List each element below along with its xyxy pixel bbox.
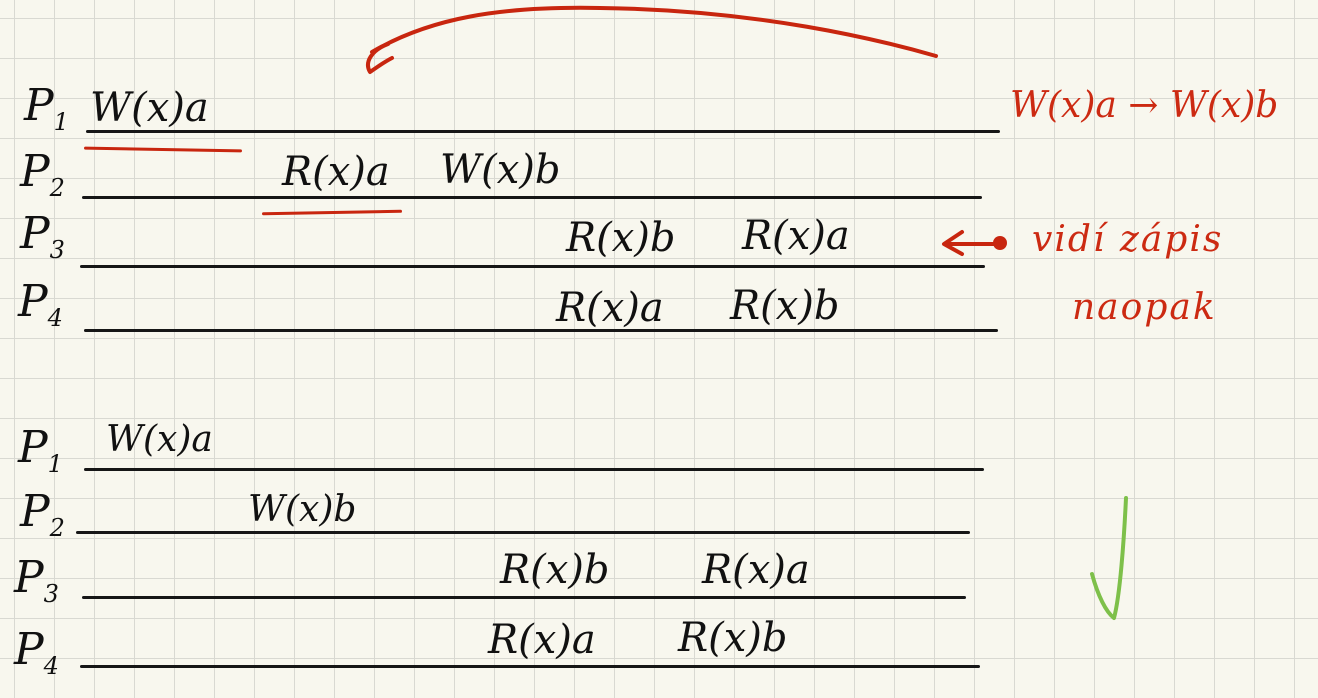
op-p4-read-1: R(x)a bbox=[556, 285, 664, 331]
op-p2-write: W(x)b bbox=[248, 489, 357, 530]
process-label-p4: P4 bbox=[18, 276, 63, 332]
timeline-p4 bbox=[80, 665, 980, 668]
timeline-p2 bbox=[76, 531, 970, 534]
note-comment-line2: naopak bbox=[1072, 287, 1217, 328]
op-p3-read-1: R(x)b bbox=[500, 547, 610, 593]
process-label-p3: P3 bbox=[14, 552, 59, 608]
checkmark-icon bbox=[1090, 496, 1128, 620]
op-p2-read: R(x)a bbox=[282, 149, 390, 195]
timeline-p4 bbox=[84, 329, 998, 332]
process-label-p1: P1 bbox=[24, 80, 69, 136]
note-comment-line1: vidí zápis bbox=[1032, 219, 1224, 260]
timeline-p1 bbox=[84, 468, 984, 471]
arrow-left-dot-icon bbox=[942, 230, 1007, 256]
op-p4-read-2: R(x)b bbox=[678, 615, 788, 661]
op-p2-write: W(x)b bbox=[440, 147, 561, 193]
note-write-order: W(x)a → W(x)b bbox=[1010, 85, 1279, 126]
process-label-p2: P2 bbox=[20, 486, 65, 542]
timeline-p3 bbox=[82, 596, 966, 599]
process-label-p3: P3 bbox=[20, 208, 65, 264]
op-p4-read-2: R(x)b bbox=[730, 283, 840, 329]
timeline-p3 bbox=[80, 265, 985, 268]
op-p1-write: W(x)a bbox=[90, 85, 209, 131]
process-label-p4: P4 bbox=[14, 624, 59, 680]
timeline-p2 bbox=[82, 196, 982, 199]
op-p3-read-1: R(x)b bbox=[566, 215, 676, 261]
timeline-p1 bbox=[86, 130, 1000, 133]
process-label-p1: P1 bbox=[18, 422, 63, 478]
process-label-p2: P2 bbox=[20, 146, 65, 202]
op-p4-read-1: R(x)a bbox=[488, 617, 596, 663]
op-p3-read-2: R(x)a bbox=[742, 213, 850, 259]
op-p3-read-2: R(x)a bbox=[702, 547, 810, 593]
op-p1-write: W(x)a bbox=[106, 419, 213, 460]
arrow-left-curved-icon bbox=[366, 5, 938, 74]
